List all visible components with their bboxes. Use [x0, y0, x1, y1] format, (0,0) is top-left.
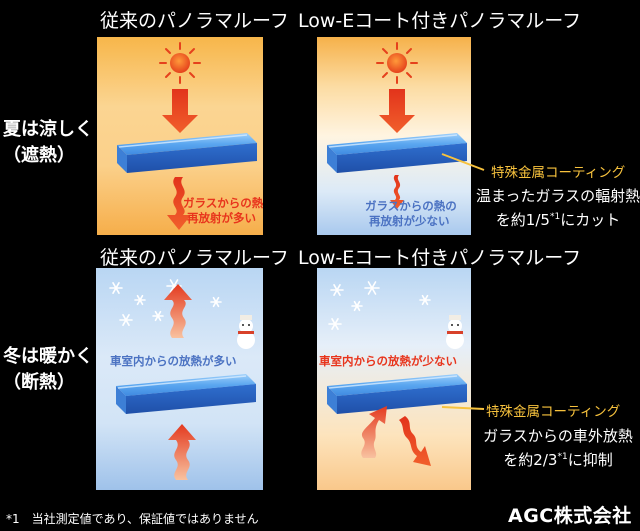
- glass-pane-icon: [327, 133, 467, 173]
- company-logo: AGC株式会社: [508, 505, 632, 527]
- heat-reradiation-arrow-small-icon: [390, 175, 404, 209]
- summer-lowe-text-line1: ガラスからの熱の: [365, 199, 457, 213]
- row-label-winter-line2: （断熱）: [3, 372, 75, 393]
- winter-description-line2: を約2/3*1に抑制: [476, 447, 640, 471]
- row-label-summer: 夏は涼しく （遮熱）: [3, 117, 93, 169]
- heat-arrow-bounce-left-icon: [361, 406, 387, 458]
- summer-coating-leader-line: [441, 153, 485, 171]
- summer-description-line1: 温まったガラスの輻射熱: [476, 187, 640, 205]
- summer-description-line2: を約1/5*1にカット: [476, 207, 640, 231]
- winter-description-line2-pre: を約2/3: [503, 451, 558, 469]
- winter-coating-label: 特殊金属コーティング: [486, 404, 621, 420]
- heat-arrow-down-icon: [162, 89, 198, 133]
- panel-summer-conventional: ガラスからの熱の 再放射が多い: [97, 37, 263, 235]
- summer-conv-text: ガラスからの熱の 再放射が多い: [183, 196, 263, 226]
- glass-pane-icon: [117, 133, 257, 173]
- summer-lowe-text-line2: 再放射が少ない: [369, 214, 450, 228]
- heat-arrow-down-icon: [379, 89, 415, 133]
- winter-description-line2-post: に抑制: [567, 451, 613, 469]
- heat-reradiation-arrow-icon: [167, 177, 191, 230]
- winter-description-line1: ガラスからの車外放熱: [483, 427, 633, 445]
- row-label-summer-line2: （遮熱）: [3, 145, 75, 166]
- sun-icon: [376, 42, 418, 84]
- panel-winter-conventional: 車室内からの放熱が多い: [96, 268, 263, 490]
- summer-description-line2-pre: を約1/5: [495, 211, 550, 229]
- snowman-icon: [446, 315, 464, 349]
- column-title-conventional: 従来のパノラマルーフ: [100, 10, 289, 32]
- row-label-winter: 冬は暖かく （断熱）: [3, 344, 93, 396]
- heat-arrow-up-lower-icon: [168, 424, 196, 480]
- summer-description-line2-post: にカット: [560, 211, 621, 229]
- sun-icon: [159, 42, 201, 84]
- winter-coating-leader-line: [441, 406, 485, 410]
- snowman-icon: [237, 315, 255, 349]
- winter-conv-text: 車室内からの放熱が多い: [110, 354, 237, 368]
- row-label-winter-line1: 冬は暖かく: [3, 346, 93, 367]
- glass-pane-icon: [116, 374, 256, 414]
- glass-pane-icon: [327, 374, 467, 414]
- snowflake-icons: [328, 281, 431, 330]
- summer-coating-label: 特殊金属コーティング: [491, 165, 626, 181]
- column-title-conventional-winter: 従来のパノラマルーフ: [100, 247, 289, 269]
- summer-conv-text-line1: ガラスからの熱の: [183, 196, 263, 210]
- heat-arrow-bounce-right-icon: [399, 416, 431, 466]
- footnote: *1 当社測定値であり、保証値ではありません: [6, 512, 259, 526]
- column-title-lowe-winter: Low-Eコート付きパノラマルーフ: [298, 247, 582, 269]
- summer-conv-text-line2: 再放射が多い: [187, 211, 256, 225]
- panel-summer-lowe: ガラスからの熱の 再放射が少ない: [317, 37, 471, 235]
- winter-description: ガラスからの車外放熱 を約2/3*1に抑制: [476, 426, 640, 471]
- panel-winter-lowe: 車室内からの放熱が少ない: [317, 268, 471, 490]
- winter-footnote-marker: *1: [557, 452, 568, 462]
- summer-footnote-marker: *1: [549, 212, 561, 222]
- column-title-lowe: Low-Eコート付きパノラマルーフ: [298, 10, 582, 32]
- summer-lowe-text: ガラスからの熱の 再放射が少ない: [365, 199, 457, 229]
- row-label-summer-line1: 夏は涼しく: [3, 119, 93, 140]
- snowflake-icons: [109, 279, 222, 326]
- summer-description: 温まったガラスの輻射熱 を約1/5*1にカット: [476, 186, 640, 231]
- winter-lowe-text: 車室内からの放熱が少ない: [319, 354, 457, 368]
- heat-arrow-up-icon: [164, 284, 192, 338]
